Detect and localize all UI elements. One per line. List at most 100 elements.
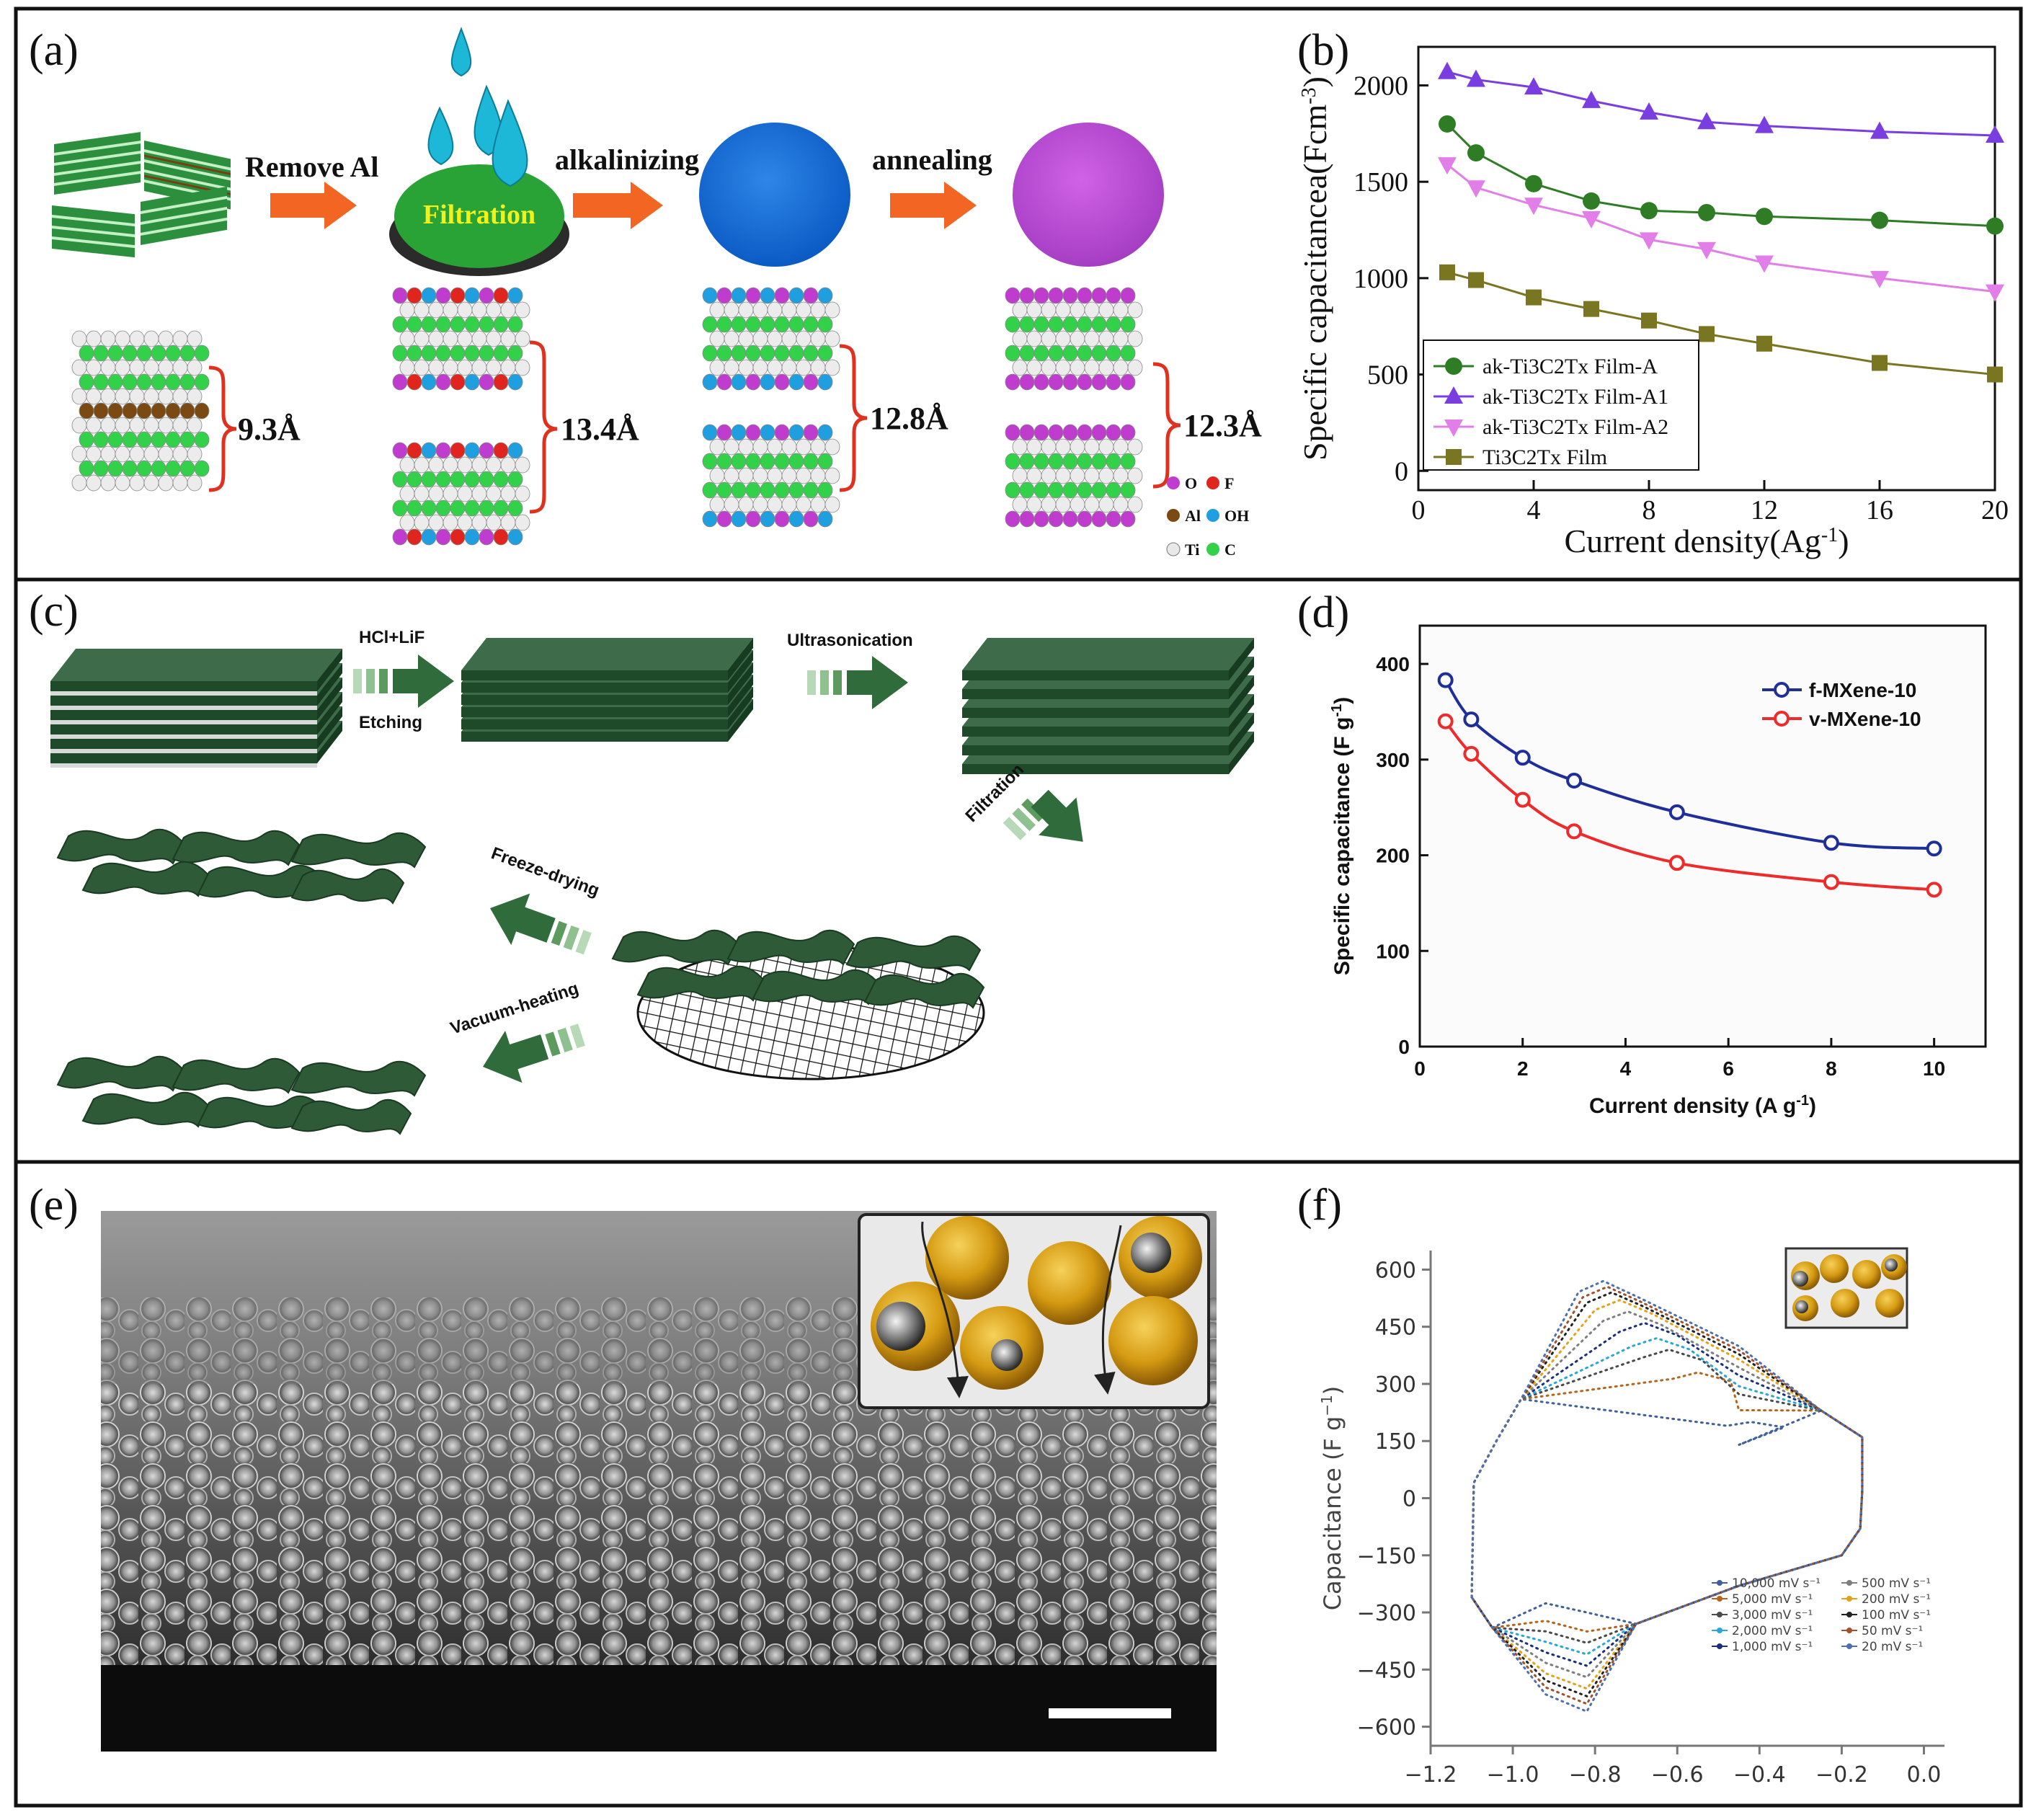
atom	[1033, 453, 1049, 470]
stack-layer-front	[962, 689, 1229, 699]
stack-layer-side	[317, 706, 342, 749]
stack-layer-top	[461, 638, 753, 670]
chart-b-series-line	[1446, 123, 1996, 228]
atom	[421, 471, 437, 488]
chart-b-point	[1467, 180, 1485, 198]
atom	[1026, 496, 1042, 513]
atom	[1041, 438, 1057, 456]
annealed-film-disk	[1013, 123, 1164, 267]
chart-d-point	[1463, 711, 1480, 728]
atom	[738, 330, 754, 347]
spacing-braces	[208, 340, 1181, 514]
atom	[1026, 438, 1042, 456]
atom	[745, 345, 761, 362]
atom	[796, 496, 812, 513]
atom	[716, 510, 732, 528]
atom	[1019, 481, 1035, 499]
atom	[129, 388, 145, 405]
atom	[122, 460, 138, 477]
atom	[1113, 359, 1129, 376]
atom	[151, 460, 166, 477]
atom	[443, 456, 458, 474]
atom	[464, 528, 480, 546]
atom	[507, 500, 523, 517]
atom	[399, 301, 415, 319]
atom	[745, 287, 761, 304]
atom	[194, 402, 210, 420]
atom	[136, 345, 152, 362]
panel-d-letter: (d)	[1297, 588, 1349, 637]
atom	[752, 330, 768, 347]
atom	[1113, 496, 1129, 513]
atom	[1012, 359, 1028, 376]
atom	[716, 287, 732, 304]
atom	[457, 301, 473, 319]
chart-f-legend-marker	[1717, 1643, 1722, 1649]
step-arrow-alkalinizing: alkalinizing	[555, 143, 699, 229]
atom	[796, 438, 812, 456]
atom	[709, 330, 725, 347]
stack-layer-front	[461, 670, 728, 680]
chart-f-legend-label: 3,000 mV s⁻¹	[1732, 1608, 1813, 1623]
atom	[817, 453, 833, 470]
atom	[100, 359, 116, 376]
stack-layer-front	[50, 681, 317, 691]
atom	[1091, 316, 1107, 333]
atom	[435, 471, 451, 488]
atom	[803, 510, 819, 528]
panel-a-letter: (a)	[29, 26, 79, 75]
atom	[1026, 467, 1042, 484]
atom	[1091, 345, 1107, 362]
atom	[421, 528, 437, 546]
atom	[115, 359, 130, 376]
atom	[86, 474, 102, 492]
chart-f-xtick-label: −0.2	[1815, 1762, 1868, 1788]
atom	[817, 424, 833, 441]
atom	[187, 330, 203, 347]
legend-ti: Ti	[1185, 541, 1199, 559]
atom	[1012, 496, 1028, 513]
stack-layer-side	[317, 692, 342, 734]
atom	[115, 445, 130, 463]
atom	[479, 528, 494, 546]
atom	[486, 301, 502, 319]
sheet	[81, 861, 210, 897]
atom-legend: O F Al OH Ti C	[1166, 474, 1249, 559]
atom	[179, 460, 195, 477]
atom	[731, 453, 747, 470]
atom	[471, 359, 487, 376]
chart-b-point	[1524, 197, 1543, 216]
chart-f-legend-marker	[1717, 1580, 1722, 1586]
atom	[716, 424, 732, 441]
atom	[1077, 316, 1093, 333]
sheet	[81, 1091, 210, 1128]
atom	[392, 345, 408, 362]
step-arrow-annealing: annealing	[872, 143, 992, 229]
atom	[406, 373, 422, 391]
chart-d-ytick-label: 100	[1376, 940, 1410, 962]
chart-d-point	[1566, 773, 1583, 789]
atom	[724, 467, 739, 484]
atom	[702, 453, 718, 470]
atom	[392, 528, 408, 546]
chart-d-legend-marker	[1774, 682, 1790, 698]
atom	[515, 485, 530, 502]
atom	[1033, 345, 1049, 362]
atom	[500, 514, 516, 531]
atom	[158, 445, 174, 463]
chart-d-ytick-label: 300	[1376, 749, 1410, 771]
atom	[194, 460, 210, 477]
chart-d-ytick-label: 200	[1376, 845, 1410, 867]
chart-f-ytick-label: 0	[1402, 1487, 1416, 1512]
spacing-12-8: 12.8Å	[870, 401, 948, 436]
atom	[406, 442, 422, 459]
atom	[122, 402, 138, 420]
chart-d-xtick-label: 8	[1826, 1057, 1837, 1080]
atom	[428, 330, 444, 347]
atom	[406, 528, 422, 546]
atom	[1070, 330, 1085, 347]
atom	[479, 287, 494, 304]
atom	[1106, 287, 1121, 304]
atom	[158, 417, 174, 434]
atom	[774, 510, 790, 528]
